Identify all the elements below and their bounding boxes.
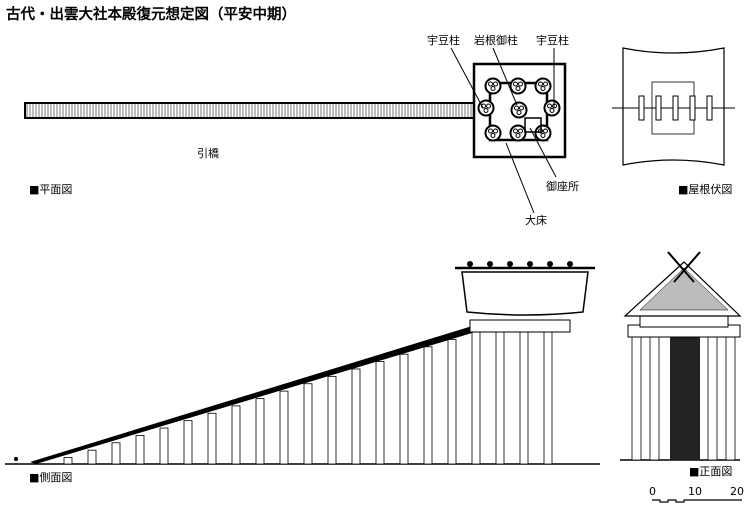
- pillar: [87, 449, 97, 465]
- roof-plan: ■屋根伏図: [612, 47, 735, 196]
- plan-view: 宇豆柱 岩根御柱 宇豆柱 御座所 大床 引橋 ■平面図: [24, 33, 579, 227]
- label-bridge: 引橋: [197, 146, 219, 160]
- pillar: [279, 390, 289, 465]
- scale-tick-20: 20: [730, 485, 744, 498]
- pillar: [495, 329, 505, 465]
- pillar: [183, 420, 193, 465]
- pillar: [351, 368, 361, 465]
- pillar: [399, 353, 409, 465]
- diagram-title: 古代・出雲大社本殿復元想定図（平安中期）: [6, 5, 296, 23]
- scale-tick-0: 0: [649, 485, 656, 498]
- side-view: ■側面図: [5, 261, 600, 484]
- pillar: [447, 339, 457, 465]
- plan-view-label: ■平面図: [29, 183, 72, 196]
- pillar: [519, 329, 529, 465]
- side-view-label: ■側面図: [29, 471, 72, 484]
- label-iwane: 岩根御柱: [474, 33, 518, 47]
- label-uzu-left: 宇豆柱: [427, 33, 460, 47]
- pillar: [255, 398, 265, 465]
- pillar: [375, 361, 385, 465]
- label-uzu-right: 宇豆柱: [536, 33, 569, 47]
- pillar: [543, 329, 553, 465]
- scale-tick-10: 10: [688, 485, 702, 498]
- label-goza: 御座所: [546, 179, 579, 193]
- pillar: [159, 427, 169, 465]
- front-view: ■正面図: [620, 251, 742, 478]
- pillar: [471, 331, 481, 465]
- pillar: [303, 383, 313, 465]
- pillar: [231, 405, 241, 465]
- goza-dokoro: [524, 117, 542, 133]
- pillar: [423, 346, 433, 465]
- roof-plan-label: ■屋根伏図: [678, 182, 732, 196]
- bridge-plan: [24, 102, 476, 119]
- pillar: [135, 435, 145, 465]
- front-view-label: ■正面図: [689, 465, 732, 478]
- pillar: [327, 375, 337, 465]
- pillar: [111, 442, 121, 465]
- plan-pillars: [477, 77, 561, 142]
- pillar: [63, 457, 73, 465]
- pillar: [207, 412, 217, 465]
- scale-bar: 0 10 20: [649, 485, 744, 503]
- bridge-steps: [26, 104, 472, 117]
- label-oyuka: 大床: [525, 213, 547, 227]
